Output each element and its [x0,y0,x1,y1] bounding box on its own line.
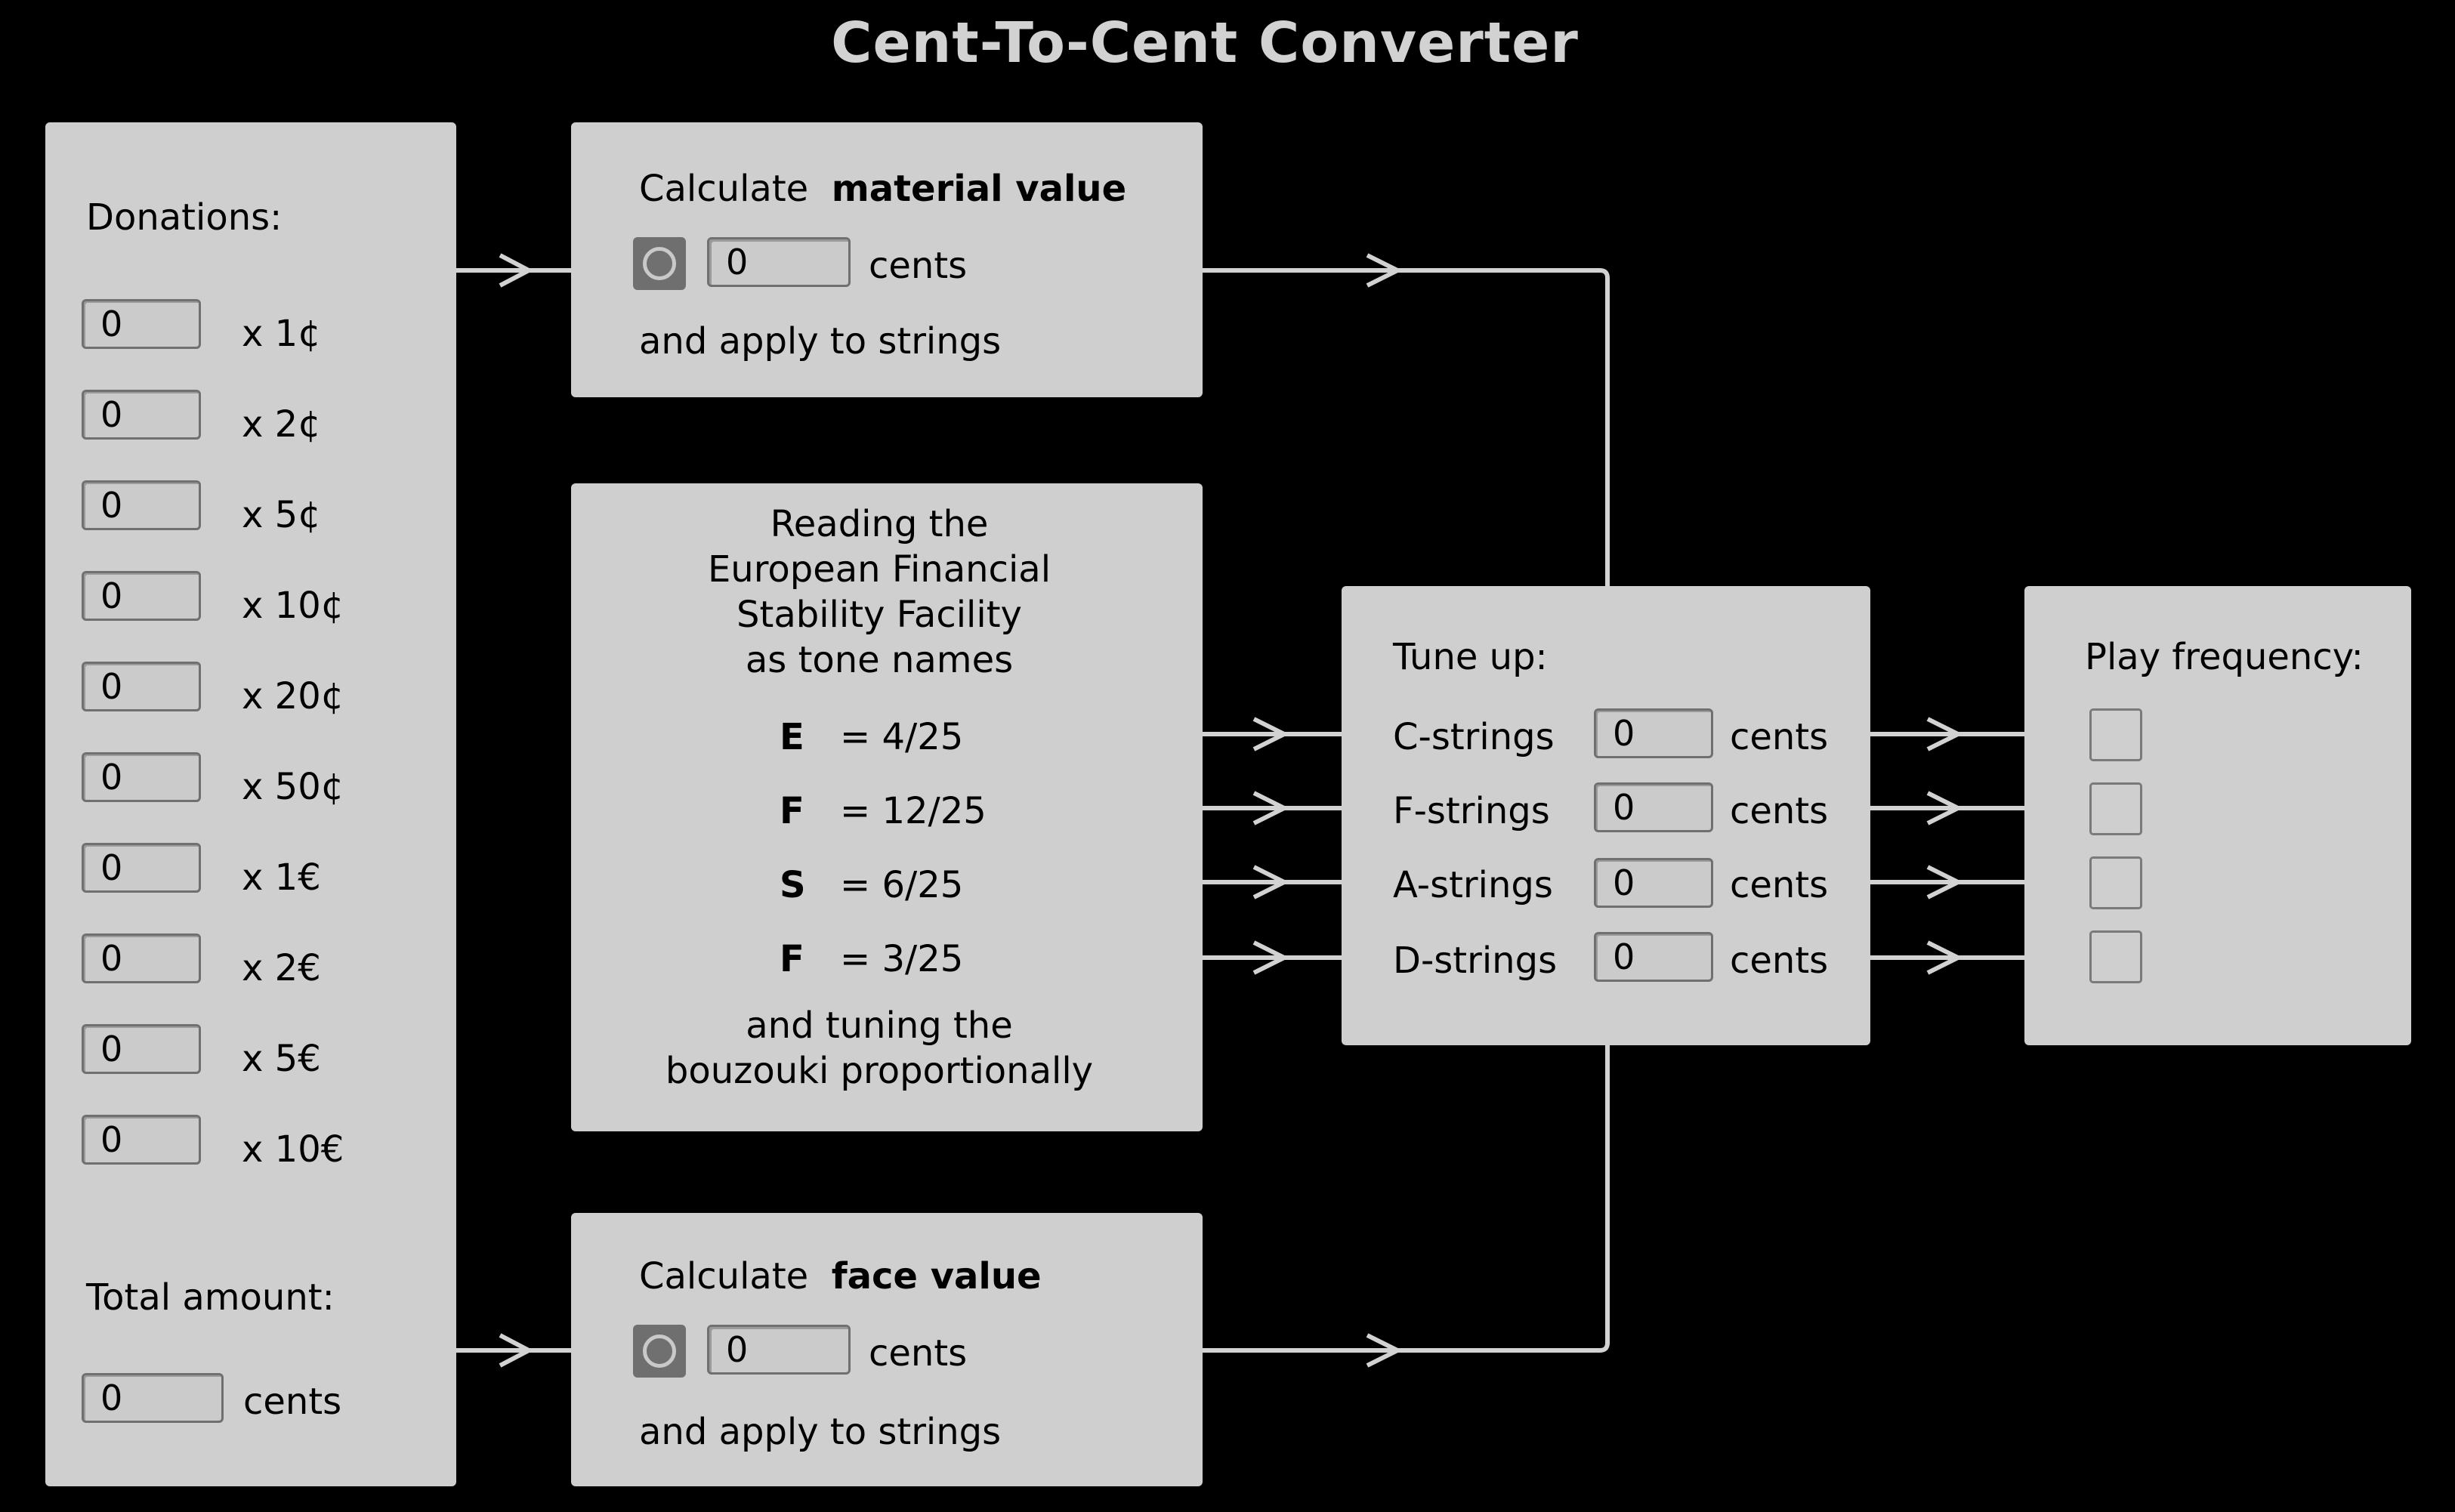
face-value-unit: cents [869,1332,968,1375]
material-apply-label: and apply to strings [639,320,1002,363]
efsf-panel: Reading the European Financial Stability… [571,483,1203,1131]
radio-ring-icon [643,247,676,280]
material-value-panel: Calculate material value 0 cents and app… [571,122,1203,397]
donation-5e-label: x 5€ [242,1038,321,1080]
material-calc-label: Calculate material value [639,168,1127,210]
play-d-strings-checkbox[interactable] [2089,930,2142,983]
donation-10c-input[interactable]: 0 [82,571,201,621]
tune-up-panel: Tune up: C-strings 0 cents F-strings 0 c… [1342,586,1870,1045]
face-value-field[interactable]: 0 [707,1325,851,1375]
donation-10e-input[interactable]: 0 [82,1115,201,1165]
tone-ratio-f2: = 3/25 [840,938,964,980]
total-amount-field: 0 [82,1373,224,1423]
play-c-strings-checkbox[interactable] [2089,708,2142,761]
face-calc-label: Calculate face value [639,1255,1042,1298]
donation-20c-label: x 20¢ [242,675,344,717]
c-strings-unit: cents [1730,716,1829,758]
d-strings-input[interactable]: 0 [1594,932,1713,982]
donation-2c-input[interactable]: 0 [82,390,201,440]
tone-letter-e: E [780,716,804,758]
f-strings-unit: cents [1730,790,1829,832]
tone-ratio-e: = 4/25 [840,716,964,758]
c-strings-input[interactable]: 0 [1594,708,1713,758]
face-value-panel: Calculate face value 0 cents and apply t… [571,1213,1203,1486]
donation-5c-label: x 5¢ [242,494,321,536]
d-strings-label: D-strings [1393,940,1558,982]
play-a-strings-checkbox[interactable] [2089,856,2142,909]
play-frequency-panel: Play frequency: [2024,586,2411,1045]
a-strings-unit: cents [1730,864,1829,906]
donation-1c-label: x 1¢ [242,313,321,355]
a-strings-input[interactable]: 0 [1594,858,1713,908]
tone-ratio-f1: = 12/25 [840,790,987,832]
radio-ring-icon [643,1335,676,1368]
donation-5c-input[interactable]: 0 [82,480,201,530]
donation-1e-label: x 1€ [242,856,321,899]
f-strings-input[interactable]: 0 [1594,782,1713,832]
donation-50c-label: x 50¢ [242,766,344,808]
donation-2c-label: x 2¢ [242,403,321,446]
total-amount-label: Total amount: [86,1276,335,1319]
tone-letter-s: S [780,864,806,906]
play-f-strings-checkbox[interactable] [2089,782,2142,835]
donation-1e-input[interactable]: 0 [82,843,201,893]
efsf-footer: and tuning the bouzouki proportionally [665,1004,1094,1092]
material-value-field[interactable]: 0 [707,237,851,287]
donation-10e-label: x 10€ [242,1128,344,1171]
f-strings-label: F-strings [1393,790,1550,832]
donations-heading: Donations: [86,196,283,239]
donations-panel: Donations: 0 x 1¢ 0 x 2¢ 0 x 5¢ 0 x 10¢ … [45,122,456,1486]
donation-2e-input[interactable]: 0 [82,933,201,983]
play-frequency-heading: Play frequency: [2085,636,2364,678]
efsf-description: Reading the European Financial Stability… [707,503,1051,681]
a-strings-label: A-strings [1393,864,1553,906]
d-strings-unit: cents [1730,940,1829,982]
donation-5e-input[interactable]: 0 [82,1024,201,1074]
total-amount-unit: cents [243,1381,342,1423]
face-value-radio[interactable] [633,1325,686,1378]
page-title: Cent-To-Cent Converter [831,11,1579,76]
donation-20c-input[interactable]: 0 [82,662,201,711]
tone-letter-f1: F [780,790,804,832]
face-apply-label: and apply to strings [639,1411,1002,1453]
donation-50c-input[interactable]: 0 [82,752,201,802]
tone-letter-f2: F [780,938,804,980]
donation-2e-label: x 2€ [242,947,321,989]
tone-ratio-s: = 6/25 [840,864,964,906]
tune-up-heading: Tune up: [1393,636,1548,678]
material-value-unit: cents [869,245,968,287]
donation-1c-input[interactable]: 0 [82,299,201,349]
donation-10c-label: x 10¢ [242,585,344,627]
c-strings-label: C-strings [1393,716,1555,758]
material-value-radio[interactable] [633,237,686,290]
